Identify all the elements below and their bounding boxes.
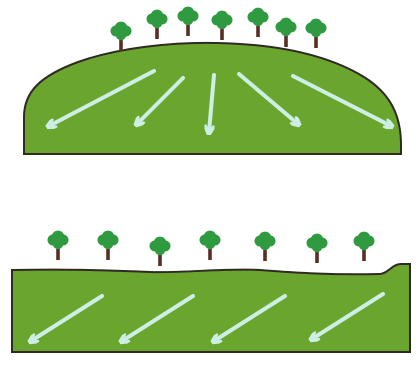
hill-arrow-4 (237, 72, 298, 124)
flat-tree-icon-5 (254, 231, 276, 261)
flat-trees (47, 230, 375, 266)
hill-tree-icon-4 (211, 10, 233, 40)
flat-ground (11, 263, 411, 353)
hill-tree-icon-7 (305, 18, 327, 48)
flat-tree-icon-3 (149, 236, 171, 266)
flat-arrows (31, 292, 385, 341)
hill-arrows (49, 69, 391, 132)
hill-arrow-3 (209, 73, 216, 132)
flat-tree-icon-2 (97, 230, 119, 260)
hill-arrow-5 (291, 74, 391, 126)
hill-panel (23, 6, 402, 155)
hill-tree-icon-2 (146, 9, 168, 39)
flat-arrow-4 (312, 292, 385, 339)
hill-tree-icon-6 (275, 17, 297, 47)
hill-trees (110, 6, 327, 51)
flat-tree-icon-6 (306, 233, 328, 263)
flat-arrow-2 (122, 294, 195, 341)
flat-tree-icon-7 (353, 231, 375, 261)
hill-tree-icon-1 (110, 21, 132, 51)
flat-tree-icon-4 (199, 230, 221, 260)
hill-arrow-2 (137, 76, 185, 124)
flat-tree-icon-1 (47, 230, 69, 260)
flat-arrow-3 (214, 294, 287, 341)
hill-tree-icon-3 (177, 6, 199, 36)
flat-panel (11, 230, 411, 353)
hill-arrow-1 (49, 69, 156, 126)
hill-tree-icon-5 (247, 7, 269, 37)
flat-arrow-1 (31, 294, 104, 341)
